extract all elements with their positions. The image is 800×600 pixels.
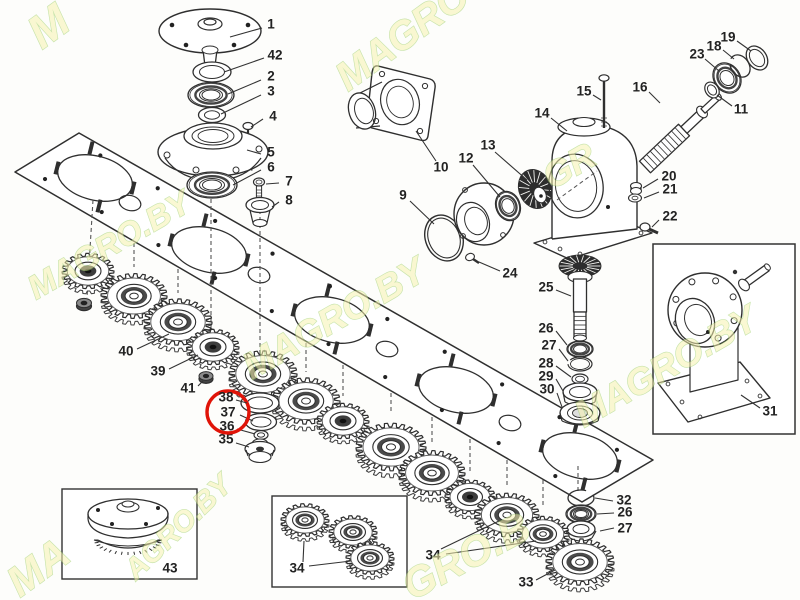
part-label-36: 36: [219, 419, 235, 434]
part-label-9: 9: [399, 188, 407, 203]
part-label-41: 41: [180, 381, 196, 396]
part-label-34b: 34: [289, 561, 305, 576]
part-label-31: 31: [762, 404, 778, 419]
part-label-26b: 26: [617, 505, 633, 520]
part-label-43: 43: [162, 561, 178, 576]
watermark-text: M: [17, 0, 80, 58]
part-label-2: 2: [267, 69, 275, 84]
part-label-26: 26: [538, 321, 554, 336]
part-label-22: 22: [662, 209, 677, 224]
part-label-28: 28: [538, 356, 554, 371]
part-label-7: 7: [285, 174, 293, 189]
part-label-4: 4: [269, 109, 277, 124]
part-label-32: 32: [616, 493, 631, 508]
part-label-21: 21: [662, 182, 678, 197]
part-label-19: 19: [720, 30, 735, 45]
part-label-24: 24: [502, 266, 518, 281]
gear: [545, 538, 615, 593]
part-label-27b: 27: [617, 521, 632, 536]
gear: [61, 252, 115, 295]
part-label-3: 3: [267, 84, 275, 99]
part-label-8: 8: [285, 193, 293, 208]
part-label-18: 18: [706, 39, 722, 54]
part-label-11: 11: [734, 102, 749, 117]
gear: [316, 402, 370, 445]
part-label-1: 1: [267, 17, 275, 32]
gear: [186, 328, 240, 371]
part-label-23: 23: [689, 47, 705, 62]
part-label-13: 13: [480, 138, 496, 153]
part-label-5: 5: [267, 145, 275, 160]
part-label-35: 35: [218, 432, 234, 447]
part-label-16: 16: [632, 80, 648, 95]
part-label-37: 37: [220, 405, 235, 420]
part-label-10: 10: [433, 160, 448, 175]
part-label-29: 29: [538, 369, 553, 384]
part-label-14: 14: [534, 106, 550, 121]
part-label-42: 42: [267, 48, 282, 63]
gear: [280, 503, 330, 542]
part-label-6: 6: [267, 160, 275, 175]
part-label-38: 38: [218, 390, 234, 405]
part-label-15: 15: [576, 84, 592, 99]
diagram-line-art: [14, 8, 796, 593]
part-label-34: 34: [425, 548, 441, 563]
gear: [100, 273, 168, 326]
part-label-25: 25: [538, 280, 554, 295]
part-label-39: 39: [150, 364, 165, 379]
part-label-12: 12: [458, 151, 473, 166]
highlight-circle: [205, 389, 251, 435]
gear: [345, 541, 395, 580]
part-label-33: 33: [518, 575, 534, 590]
part-label-30: 30: [539, 382, 554, 397]
part-label-27: 27: [541, 338, 556, 353]
part-label-20: 20: [661, 169, 676, 184]
part-label-40: 40: [118, 344, 133, 359]
